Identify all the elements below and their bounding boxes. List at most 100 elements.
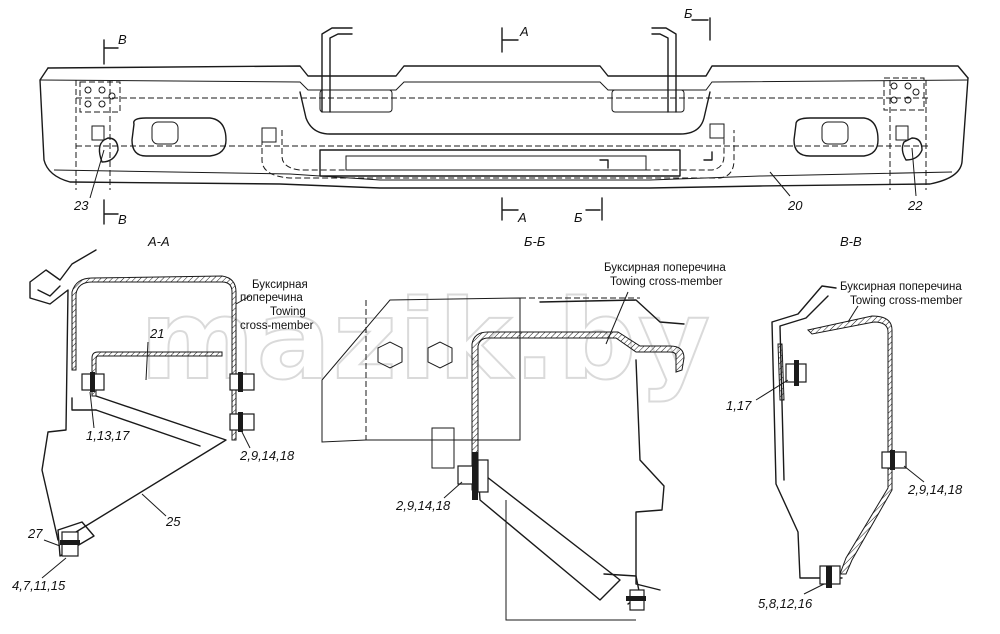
section-label-a-top: А — [519, 24, 529, 39]
section-v-v: В-В Буксирная поперечина Towing cross-me… — [726, 234, 963, 611]
aa-label-en-1: Towing — [270, 306, 306, 318]
bb-label-ru: Буксирная поперечина — [604, 262, 726, 274]
bb-bumper-skin — [635, 359, 665, 591]
callout-22: 22 — [907, 198, 923, 213]
bumper-outline — [39, 67, 969, 189]
aa-bolt-2 — [229, 372, 255, 392]
leader-22 — [911, 147, 917, 197]
bb-top-edge — [539, 299, 685, 325]
aa-leader-2-9-14-18 — [241, 431, 251, 449]
callout-23: 23 — [73, 198, 89, 213]
aa-bolt-1 — [81, 372, 105, 392]
bumper-lower-edge — [53, 169, 953, 181]
section-label-v-top: В — [118, 32, 127, 47]
aa-bumper-skin — [29, 249, 97, 541]
section-label-v-bottom: В — [118, 212, 127, 227]
center-slot-inner — [345, 155, 647, 171]
vv-bolt-bottom — [819, 565, 841, 588]
aa-callout-27: 27 — [27, 526, 43, 541]
section-b-b: Б-Б Буксирная поперечина Towing cros — [321, 234, 726, 621]
bb-lower-block — [431, 427, 455, 469]
bb-bolt-main — [457, 452, 489, 500]
bb-brace — [477, 469, 621, 601]
section-title-vv: В-В — [840, 234, 862, 249]
recess-pad-right — [611, 89, 685, 113]
vv-bolt-upper — [785, 360, 807, 386]
aa-label-ru-1: Буксирная — [252, 279, 308, 291]
section-label-a-bottom: А — [517, 210, 527, 225]
hole-pattern-right — [883, 77, 925, 161]
bb-bolt-lower — [603, 573, 646, 611]
aa-brace — [75, 395, 227, 533]
top-view-callouts: 23 20 22 — [73, 147, 923, 213]
vv-callout-5-8-12-16: 5,8,12,16 — [758, 596, 813, 611]
bumper-upper-edge — [39, 79, 969, 91]
aa-leader-1-13-17 — [89, 391, 95, 429]
vv-label-ru: Буксирная поперечина — [840, 281, 962, 293]
bb-callout-2-9-14-18: 2,9,14,18 — [395, 498, 451, 513]
vv-bolt-right — [881, 450, 907, 470]
mount-bolt-left — [261, 127, 277, 143]
corner-mark-left — [599, 159, 609, 169]
vv-label-en: Towing cross-member — [850, 295, 963, 307]
aa-label-ru-2: поперечина — [240, 292, 303, 304]
aa-lower-clamp — [57, 521, 95, 557]
aa-callout-1-13-17: 1,13,17 — [86, 428, 130, 443]
bb-leader-2-9-14-18 — [443, 481, 463, 499]
hidden-line-center — [261, 130, 735, 179]
aa-inner-channel — [91, 351, 223, 397]
center-air-slot — [319, 149, 681, 177]
aa-label-en-2: cross-member — [240, 320, 314, 332]
recess-pad-left — [319, 89, 393, 113]
side-hole-23 — [98, 137, 119, 163]
aa-callout-21: 21 — [149, 326, 164, 341]
section-title-aa: А-А — [147, 234, 170, 249]
fog-lamp-left — [131, 117, 227, 157]
bb-hidden-lines — [365, 297, 640, 440]
aa-bolt-3 — [229, 412, 255, 432]
aa-callout-4-7-11-15: 4,7,11,15 — [12, 578, 66, 593]
section-label-b-top: Б — [684, 6, 693, 21]
aa-cross-member — [71, 275, 237, 441]
vv-leader-1-17 — [755, 379, 789, 401]
section-label-b-bottom: Б — [574, 210, 583, 225]
vv-lower-web — [839, 465, 893, 575]
vv-leader-5-8-12-16 — [803, 583, 825, 595]
vv-callout-1-17: 1,17 — [726, 398, 752, 413]
corner-mark-right — [703, 151, 713, 161]
fog-lamp-right — [793, 117, 879, 157]
hole-pattern-left — [79, 81, 121, 163]
aa-lower-bolt — [60, 531, 80, 557]
bb-frame-nuts — [377, 341, 453, 369]
aa-callout-2-9-14-18: 2,9,14,18 — [239, 448, 295, 463]
aa-leader-4-7-11-15 — [41, 557, 67, 579]
aa-bumper-flange — [37, 285, 61, 297]
section-title-bb: Б-Б — [524, 234, 546, 249]
upper-recess — [299, 91, 711, 135]
section-mark-a-bottom — [501, 197, 519, 221]
aa-brace-top — [71, 397, 97, 411]
vv-callout-2-9-14-18: 2,9,14,18 — [907, 482, 963, 497]
aa-leader-27 — [43, 539, 61, 547]
section-mark-v-top — [103, 39, 119, 65]
mount-bolt-right — [709, 123, 725, 139]
callout-20: 20 — [787, 198, 803, 213]
bb-lower-plate — [505, 500, 636, 621]
hidden-line-verticals — [75, 80, 927, 190]
aa-callout-25: 25 — [165, 514, 181, 529]
section-a-a: А-А Буксирная поперечина — [12, 234, 314, 593]
bumper-top-view — [39, 27, 969, 190]
bb-cross-member — [471, 331, 685, 491]
vv-label-leader — [847, 305, 859, 323]
aa-leader-21 — [145, 341, 149, 381]
leader-23 — [89, 149, 105, 199]
section-mark-a-top — [501, 27, 519, 53]
vv-leader-2-9-14-18 — [903, 465, 925, 483]
section-mark-b-top — [691, 17, 711, 41]
bb-label-leader — [605, 291, 629, 345]
bumper-top-ledge — [47, 65, 969, 79]
aa-label-leader — [235, 295, 251, 305]
tow-bracket-right — [651, 27, 677, 113]
